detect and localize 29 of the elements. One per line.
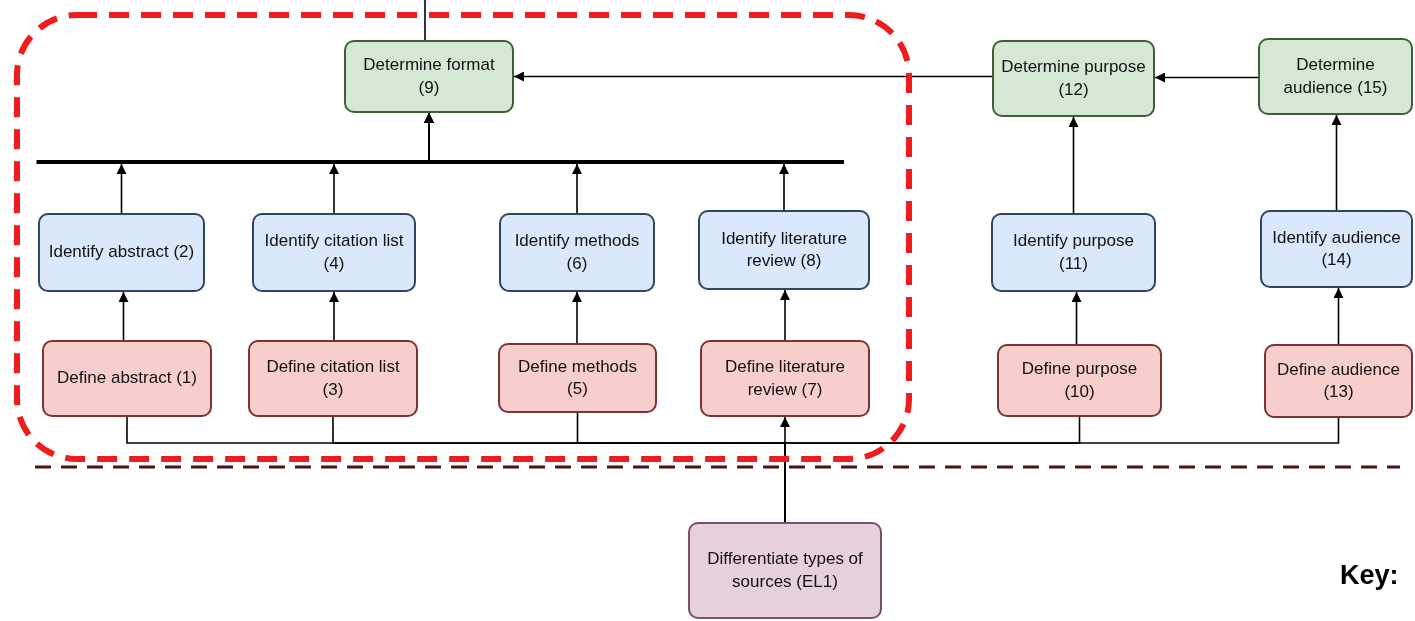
goal-box: Determine format (9): [344, 40, 514, 113]
task-box: Identify citation list (4): [252, 213, 416, 292]
arrow: [572, 291, 582, 344]
task-box: Identify audience (14): [1260, 210, 1413, 288]
arrow: [1154, 72, 1259, 83]
definition-box: Define audience (13): [1264, 344, 1413, 418]
definition-box: Define purpose (10): [997, 344, 1162, 417]
arrow: [1068, 116, 1079, 214]
definition-box: Define abstract (1): [42, 340, 212, 417]
arrow: [1071, 291, 1082, 345]
arrow: [329, 291, 339, 341]
arrow: [1331, 114, 1342, 211]
task-box: Identify literature review (8): [698, 210, 870, 290]
source-box: Differentiate types of sources (EL1): [688, 522, 882, 619]
goal-box: Determine purpose (12): [992, 40, 1155, 117]
arrow: [424, 112, 785, 211]
arrow: [1333, 287, 1344, 345]
arrow: [513, 71, 993, 82]
connector-line: [424, 0, 426, 41]
arrow: [118, 291, 129, 341]
task-box: Identify abstract (2): [38, 213, 205, 292]
goal-box: Determine audience (15): [1258, 38, 1413, 115]
key-heading: Key:: [1340, 560, 1399, 591]
definition-box: Define methods (5): [498, 343, 657, 413]
arrow: [780, 289, 790, 341]
task-box: Identify purpose (11): [991, 213, 1156, 292]
task-box: Identify methods (6): [499, 213, 655, 292]
definition-box: Define literature review (7): [700, 340, 870, 417]
definition-box: Define citation list (3): [248, 340, 418, 417]
